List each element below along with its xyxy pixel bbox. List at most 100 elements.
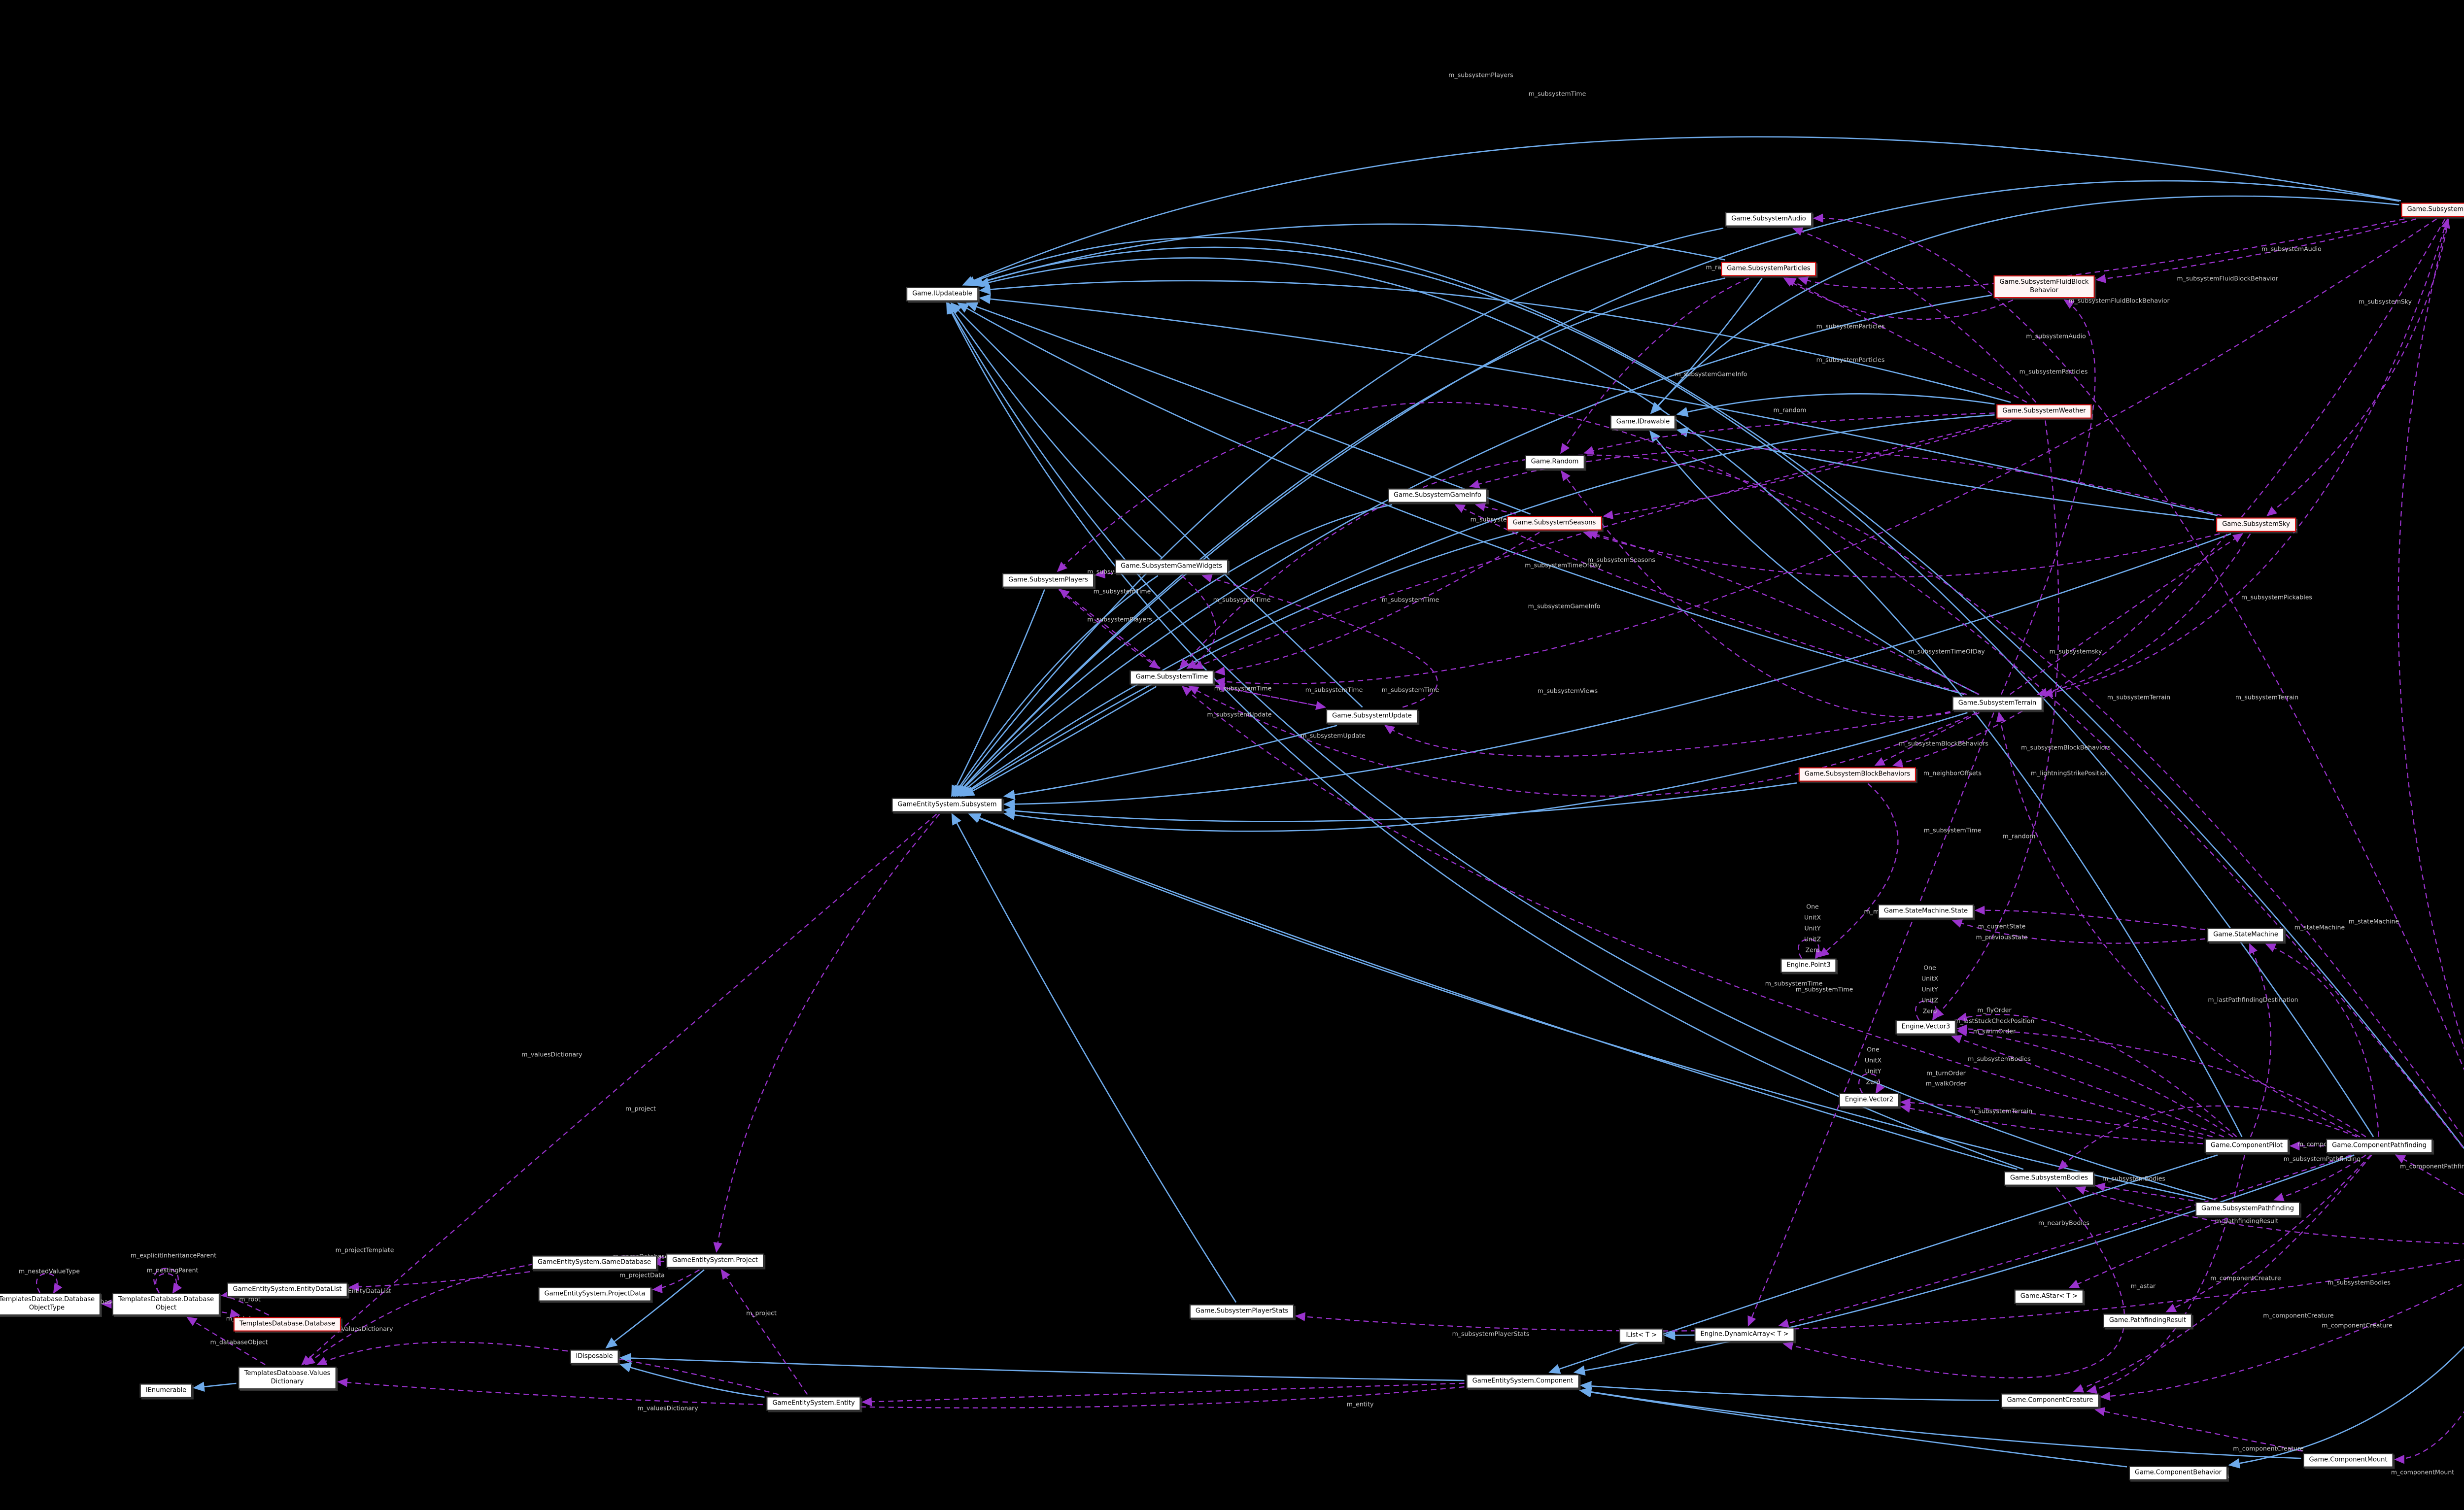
- node-weather[interactable]: Game.SubsystemWeather: [1996, 404, 2092, 419]
- edge-terrain-iupdateable: [957, 302, 1965, 695]
- edge-steed-players: [1057, 402, 2464, 1150]
- node-idrawable[interactable]: Game.IDrawable: [1610, 415, 1676, 430]
- node-sky[interactable]: Game.SubsystemSky: [2216, 517, 2296, 532]
- node-pickables[interactable]: Game.SubsystemPickables: [2401, 202, 2464, 217]
- edge-pilot-vector2: [1900, 1104, 2203, 1144]
- edge-entity-valuesdict: [316, 1342, 779, 1395]
- edge-pickables-iupdateable: [962, 136, 2401, 286]
- edge-gescomponent-valuesdict: [337, 1378, 1465, 1409]
- node-subsystem[interactable]: GameEntitySystem.Subsystem: [891, 798, 1003, 812]
- edge-gamedb-entitydatalist: [348, 1271, 530, 1292]
- edge-update-iupdateable: [950, 302, 1363, 708]
- node-fluid[interactable]: Game.SubsystemFluidBlock Behavior: [1993, 275, 2095, 298]
- edge-terrain-dynarray: [1747, 712, 1994, 1327]
- edge-cbehavior-gescomponent: [1579, 1387, 2127, 1468]
- edge-playerstats-subsystem: [951, 813, 1237, 1303]
- node-cpathfinding[interactable]: Game.ComponentPathfinding: [2326, 1139, 2432, 1153]
- edge-terrain-update: [1384, 711, 1951, 757]
- edge-cpathfinding-bodies: [2057, 1105, 2358, 1171]
- edge-pickables-blockbehaviors: [1892, 218, 2446, 768]
- edge-sky-gameinfo: [1469, 448, 2222, 516]
- node-gescomponent[interactable]: GameEntitySystem.Component: [1466, 1374, 1579, 1389]
- node-dbobject[interactable]: TemplatesDatabase.Database Object: [112, 1293, 220, 1315]
- node-dynarray[interactable]: Engine.DynamicArray< T >: [1694, 1327, 1795, 1342]
- edge-steed-audio: [1813, 213, 2464, 1071]
- node-ilist[interactable]: IList< T >: [1619, 1328, 1663, 1343]
- node-terrain[interactable]: Game.SubsystemTerrain: [1952, 696, 2043, 711]
- node-pilot[interactable]: Game.ComponentPilot: [2204, 1139, 2289, 1153]
- node-cbehavior[interactable]: Game.ComponentBehavior: [2128, 1466, 2228, 1480]
- node-playerstats[interactable]: Game.SubsystemPlayerStats: [1189, 1304, 1295, 1319]
- node-particles[interactable]: Game.SubsystemParticles: [1721, 262, 1816, 276]
- node-players[interactable]: Game.SubsystemPlayers: [1002, 573, 1094, 588]
- node-time[interactable]: Game.SubsystemTime: [1129, 670, 1214, 685]
- edge-cpathfinding-dynarray: [1778, 1154, 2352, 1328]
- edge-pilot-statemachine: [2249, 943, 2272, 1137]
- edge-players-subsystem: [951, 589, 1045, 797]
- edge-blockbehaviors-subsystem: [1003, 782, 1797, 822]
- edge-valuesdict-ienumerable: [193, 1381, 237, 1392]
- node-gamedb[interactable]: GameEntitySystem.GameDatabase: [532, 1255, 657, 1270]
- node-point3[interactable]: Engine.Point3: [1780, 958, 1837, 973]
- node-entitydatalist[interactable]: GameEntitySystem.EntityDataList: [227, 1282, 348, 1297]
- node-gamewidgets[interactable]: Game.SubsystemGameWidgets: [1115, 559, 1228, 574]
- node-update[interactable]: Game.SubsystemUpdate: [1326, 709, 1418, 724]
- node-dbobjecttype[interactable]: TemplatesDatabase.Database ObjectType: [0, 1293, 101, 1315]
- edge-pickables-idrawable: [1650, 195, 2399, 414]
- node-random[interactable]: Game.Random: [1525, 455, 1585, 470]
- node-blockbehaviors[interactable]: Game.SubsystemBlockBehaviors: [1798, 767, 1916, 782]
- node-tdb[interactable]: TemplatesDatabase.Database: [233, 1317, 342, 1332]
- edge-weather-iupdateable: [979, 280, 2011, 403]
- edge-pickables-terrain: [2042, 219, 2448, 697]
- edge-cpathfinding-creature: [2073, 1154, 2372, 1393]
- node-entity[interactable]: GameEntitySystem.Entity: [766, 1396, 861, 1411]
- node-idisposable[interactable]: IDisposable: [570, 1349, 619, 1364]
- edge-cpathfinding-statemachine: [2265, 943, 2380, 1137]
- node-projectdata[interactable]: GameEntitySystem.ProjectData: [538, 1287, 651, 1302]
- node-vector3[interactable]: Engine.Vector3: [1895, 1020, 1956, 1035]
- node-iupdateable[interactable]: Game.IUpdateable: [906, 287, 978, 302]
- edge-cpathfinding-gescomponent: [1573, 1154, 2355, 1376]
- edge-terrain-seasons: [1587, 530, 1980, 695]
- node-astar[interactable]: Game.AStar< T >: [2014, 1289, 2084, 1304]
- edge-weather-subsystem: [959, 414, 1995, 797]
- edge-terrain-idrawable: [1649, 430, 1979, 695]
- node-smstate[interactable]: Game.StateMachine.State: [1878, 904, 1974, 919]
- node-ienumerable[interactable]: IEnumerable: [139, 1383, 193, 1398]
- edge-statemachine-smstate: [1974, 906, 2206, 931]
- edge-gamewidgets-subsystem: [952, 575, 1159, 797]
- node-bodies[interactable]: Game.SubsystemBodies: [2004, 1171, 2094, 1186]
- edge-terrain-fluid: [2000, 299, 2096, 695]
- edge-steed-mount: [2394, 1411, 2464, 1464]
- node-seasons[interactable]: Game.SubsystemSeasons: [1506, 516, 1602, 531]
- node-valuesdict[interactable]: TemplatesDatabase.Values Dictionary: [238, 1367, 337, 1389]
- edge-vector3-vector3: [1915, 1000, 1942, 1021]
- edge-subsystem-valuesdict: [301, 813, 937, 1366]
- node-statemachine[interactable]: Game.StateMachine: [2207, 928, 2284, 942]
- node-mount[interactable]: Game.ComponentMount: [2303, 1453, 2394, 1468]
- edge-terrain-blockbehaviors: [1874, 712, 1980, 766]
- node-project[interactable]: GameEntitySystem.Project: [666, 1253, 764, 1268]
- edge-pickables-time: [1214, 218, 2437, 686]
- edge-terrain-random: [1561, 470, 1951, 718]
- edge-dynarray-ilist: [1663, 1330, 1696, 1341]
- node-presult[interactable]: Game.PathfindingResult: [2103, 1313, 2192, 1328]
- edge-weather-audio: [1792, 227, 2037, 403]
- edge-subsystem-project: [713, 813, 940, 1253]
- edge-dbobject-dbobject: [155, 1273, 182, 1294]
- edge-particles-iupdateable: [971, 223, 1725, 287]
- node-audio[interactable]: Game.SubsystemAudio: [1725, 212, 1812, 227]
- edge-project-idisposable: [605, 1269, 705, 1349]
- edge-creature-gescomponent: [1579, 1381, 1999, 1401]
- node-vector2[interactable]: Engine.Vector2: [1839, 1093, 1900, 1107]
- edge-particles-idrawable: [1650, 277, 1763, 414]
- node-gameinfo[interactable]: Game.SubsystemGameInfo: [1388, 488, 1487, 503]
- edge-pilot-time: [1181, 686, 2213, 1138]
- edge-bodies-iupdateable: [946, 302, 2024, 1170]
- edge-bodies-dynarray: [1782, 1187, 2125, 1378]
- node-creature[interactable]: Game.ComponentCreature: [2001, 1393, 2099, 1408]
- edge-pickables-sky: [2266, 219, 2449, 516]
- edge-valuesdict-dbobject: [186, 1316, 266, 1365]
- node-spathfinding[interactable]: Game.SubsystemPathfinding: [2195, 1202, 2300, 1216]
- edge-steed-time: [1179, 454, 2464, 1140]
